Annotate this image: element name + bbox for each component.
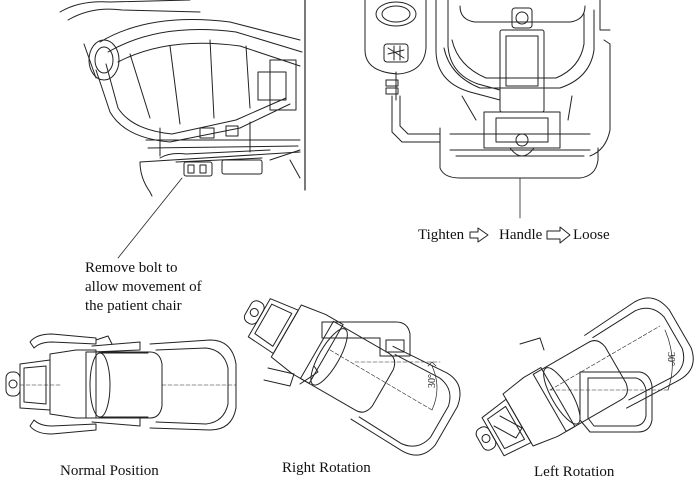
right-rotation-caption: Right Rotation bbox=[282, 460, 371, 476]
loose-arrow-icon bbox=[546, 226, 571, 244]
bolt-leader-line bbox=[117, 177, 183, 259]
right-rotation-drawing bbox=[243, 298, 461, 456]
normal-position-drawing bbox=[5, 333, 237, 435]
remove-bolt-note: Remove bolt to allow movement of the pat… bbox=[85, 260, 202, 314]
tighten-label: Tighten bbox=[418, 227, 465, 243]
left-rotation-angle-label: 30° bbox=[665, 352, 676, 366]
left-rotation-caption: Left Rotation bbox=[534, 464, 615, 480]
tighten-arrow-icon bbox=[469, 227, 489, 243]
handle-label: Handle bbox=[499, 227, 543, 243]
right-rotation-angle-label: 30° bbox=[427, 374, 438, 388]
handle-detail-drawing bbox=[364, 0, 611, 219]
chair-base-detail-drawing bbox=[59, 0, 306, 197]
left-rotation-drawing bbox=[475, 297, 694, 457]
normal-position-caption: Normal Position bbox=[60, 463, 159, 479]
loose-label: Loose bbox=[573, 227, 610, 243]
